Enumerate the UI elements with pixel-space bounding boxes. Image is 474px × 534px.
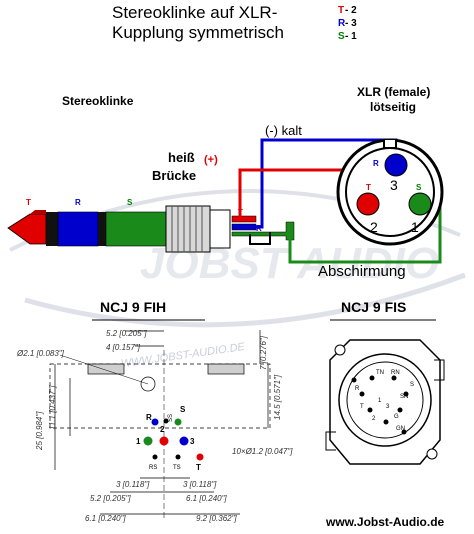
fih-label-3: 3 [190,437,195,446]
stereo-jack-plug: T R S T R [7,198,295,253]
dim-4: 4 [0.157"] [106,343,141,352]
fih-left-tab [87,363,125,375]
fis-label-2: 2 [372,416,376,422]
solder-lug-tip [231,215,257,223]
fih-label-R: R [146,413,152,422]
xlr-pin-1 [408,192,432,216]
dim-25: 25 [0.984"] [35,411,44,451]
bruecke-label: Brücke [152,168,196,183]
dim-dia-2-1: Ø2.1 [0.083"] [16,349,65,358]
fis-label-TN: TN [376,370,384,376]
dim-9-2: 9.2 [0.362"] [196,514,237,523]
dim-3-right: 3 [0.118"] [183,480,217,489]
title-line-2: Kupplung symmetrisch [112,23,284,42]
fih-pin-SS [163,418,169,424]
dim-6-1-right: 6.1 [0.240"] [186,494,227,503]
jack-insulator-2 [98,212,106,246]
dim-5-2-bottom: 5.2 [0.205"] [90,494,131,503]
fis-label-RN: RN [391,370,400,376]
dim-6-1-left: 6.1 [0.240"] [85,514,126,523]
fih-pin-T [196,453,204,461]
jack-label-S: S [127,198,133,207]
abschirmung-label: Abschirmung [318,263,406,280]
fih-label-1: 1 [136,437,141,446]
dim-14-5: 14.5 [0.571"] [273,374,282,420]
xlr-label-line-1: XLR (female) [357,85,430,99]
xlr-label-T: T [366,183,371,192]
xlr-female-connector: R T S 3 2 1 [336,138,444,246]
xlr-label-R: R [373,159,379,168]
fih-pin-TS [175,454,181,460]
dim-11-1: 11.1 [0.437"] [48,385,57,430]
title-line-1: Stereoklinke auf XLR- [112,3,277,22]
legend-S-value: - 1 [345,31,357,42]
dim-3-left: 3 [0.118"] [116,480,150,489]
xlr-num-2: 2 [370,219,378,235]
legend-T-value: - 2 [345,5,357,16]
jack-sleeve [105,211,167,247]
fih-pin-1 [143,436,153,446]
fih-label-2: 2 [160,425,165,434]
fis-screw-top-left [334,344,346,356]
legend-R-letter: R [338,18,346,29]
jack-label-R: R [75,198,81,207]
fih-pin-2 [159,436,169,446]
jack-label-T: T [26,198,31,207]
dim-10x-dia-1-2: 10×Ø1.2 [0.047"] [232,447,293,456]
legend-S-letter: S [338,31,345,42]
fis-label-S: S [410,382,414,388]
fih-label-T: T [196,463,201,472]
fih-dimensions: 5.2 [0.205"] 4 [0.157"] Ø2.1 [0.083"] 7 … [16,329,293,523]
jack-insulator-1 [46,212,58,246]
fis-label-T: T [360,404,364,410]
fih-label-SS: SS [168,414,174,422]
ncj9fih-title: NCJ 9 FIH [100,299,166,315]
heiss-label: heiß [168,150,195,165]
fih-pins: R S 1 2 3 RS TS SS T [136,405,204,472]
fis-label-3: 3 [386,404,390,410]
ncj9fis-connector: TN RN R S SN T 1 2 3 G GN [325,339,445,465]
xlr-pin-2 [356,192,380,216]
jack-tip [7,213,47,245]
ncj9fis-title: NCJ 9 FIS [341,299,406,315]
xlr-num-3: 3 [390,177,398,193]
ncj9fih-footprint [49,330,271,520]
jack-ring [57,211,99,247]
solder-lug-ring [231,223,257,231]
xlr-label-line-2: lötseitig [370,100,416,114]
fih-label-TS: TS [173,465,181,471]
fis-label-SN: SN [400,394,408,400]
fih-label-S: S [180,405,186,414]
xlr-label-S: S [416,183,422,192]
wire-bridge-black [249,232,271,245]
fih-pin-3 [179,436,189,446]
legend-R-value: - 3 [345,18,357,29]
fih-right-tab [207,363,245,375]
plus-label: (+) [204,154,218,166]
dim-5-2-top: 5.2 [0.205"] [106,329,147,338]
legend-T-letter: T [338,5,344,16]
jack-collar [165,205,211,253]
fis-label-R: R [355,386,360,392]
fis-label-1: 1 [378,398,382,404]
kalt-label: (-) kalt [265,123,302,138]
stereoklinke-label: Stereoklinke [62,94,134,108]
xlr-num-1: 1 [411,219,419,235]
fis-label-GN: GN [396,426,405,432]
fis-label-G: G [394,414,399,420]
fih-pin-S-top [174,418,182,426]
dim-7: 7 [0.276"] [259,335,268,370]
fih-pin-R [151,418,159,426]
fis-screw-bottom-right [426,448,438,460]
fih-label-RS: RS [149,465,157,471]
color-legend: T - 2 R - 3 S - 1 [338,5,357,42]
xlr-pin-3 [384,153,408,177]
fih-pin-RS [152,454,158,460]
footer-website: www.Jobst-Audio.de [325,515,445,529]
